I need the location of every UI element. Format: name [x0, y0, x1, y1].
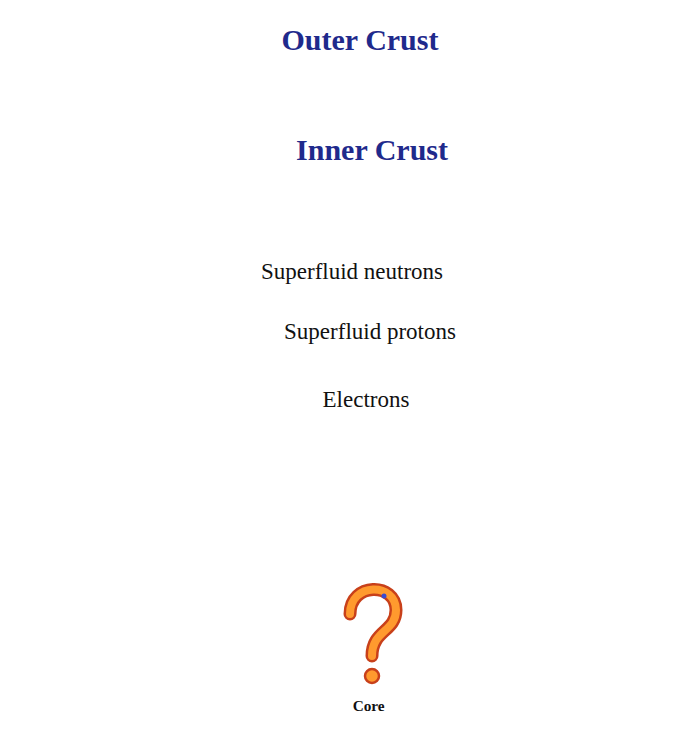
layer-label: Superfluid protons [284, 319, 456, 345]
layer-label: Outer Crust [282, 23, 439, 58]
question-hook-outline [350, 589, 396, 656]
band-outline [62, 93, 664, 330]
question-mark [350, 589, 396, 656]
question-hook [350, 589, 396, 656]
outer-crust-band: Outer Crust [0, 0, 700, 262]
band-outline [284, 573, 452, 752]
layer-label: Core [353, 697, 385, 715]
layer-label: Electrons [323, 387, 410, 413]
layer-label: Inner Crust [296, 133, 448, 168]
band-outline [106, 200, 627, 612]
superfluid-region: Superfluid neutronsSuperfluid protonsEle… [100, 195, 640, 615]
question-dot [365, 669, 379, 683]
band-shape [50, 85, 680, 335]
layer-label: Superfluid neutrons [261, 259, 443, 285]
core-region: Core [280, 568, 460, 753]
inner-crust-band: Inner Crust [50, 85, 680, 335]
band-shape [280, 568, 460, 753]
band-outline [12, 0, 698, 260]
question-sparkle [382, 594, 387, 599]
